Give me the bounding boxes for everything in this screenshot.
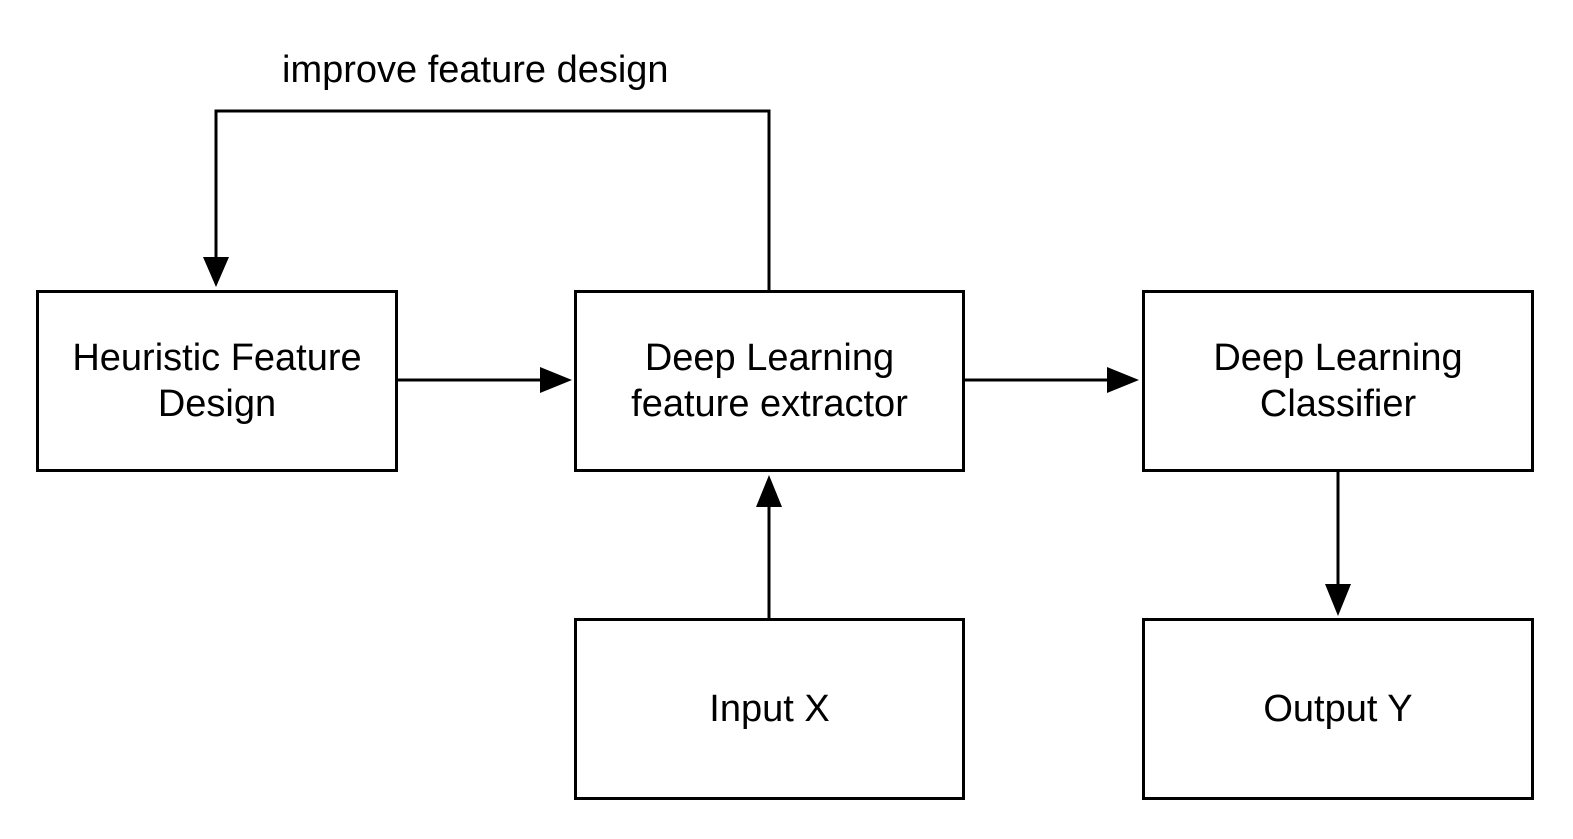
node-input-label: Input X xyxy=(709,688,830,730)
node-deep-learning-classifier: Deep Learning Classifier xyxy=(1142,290,1534,472)
node-classifier-line-2: Classifier xyxy=(1259,383,1417,425)
arrowhead-classifier-to-output xyxy=(1325,584,1351,616)
node-classifier-line-1: Deep Learning xyxy=(1213,337,1463,379)
node-extractor-line-1: Deep Learning xyxy=(644,337,895,379)
node-output-label: Output Y xyxy=(1263,688,1413,730)
node-input-x: Input X xyxy=(574,618,965,800)
node-heuristic-line-2: Design xyxy=(157,383,277,425)
node-extractor-line-2: feature extractor xyxy=(631,383,908,425)
arrowhead-input-to-extractor xyxy=(756,475,782,507)
node-heuristic-feature-design: Heuristic Feature Design xyxy=(36,290,398,472)
node-output-y: Output Y xyxy=(1142,618,1534,800)
node-heuristic-line-1: Heuristic Feature xyxy=(72,337,362,379)
node-deep-learning-feature-extractor: Deep Learning feature extractor xyxy=(574,290,965,472)
feedback-label: improve feature design xyxy=(282,49,669,91)
arrowhead-heuristic-to-extractor xyxy=(540,367,572,393)
feedback-arrowhead xyxy=(203,257,229,287)
feedback-arrow xyxy=(214,109,771,290)
arrowhead-extractor-to-classifier xyxy=(1107,367,1139,393)
